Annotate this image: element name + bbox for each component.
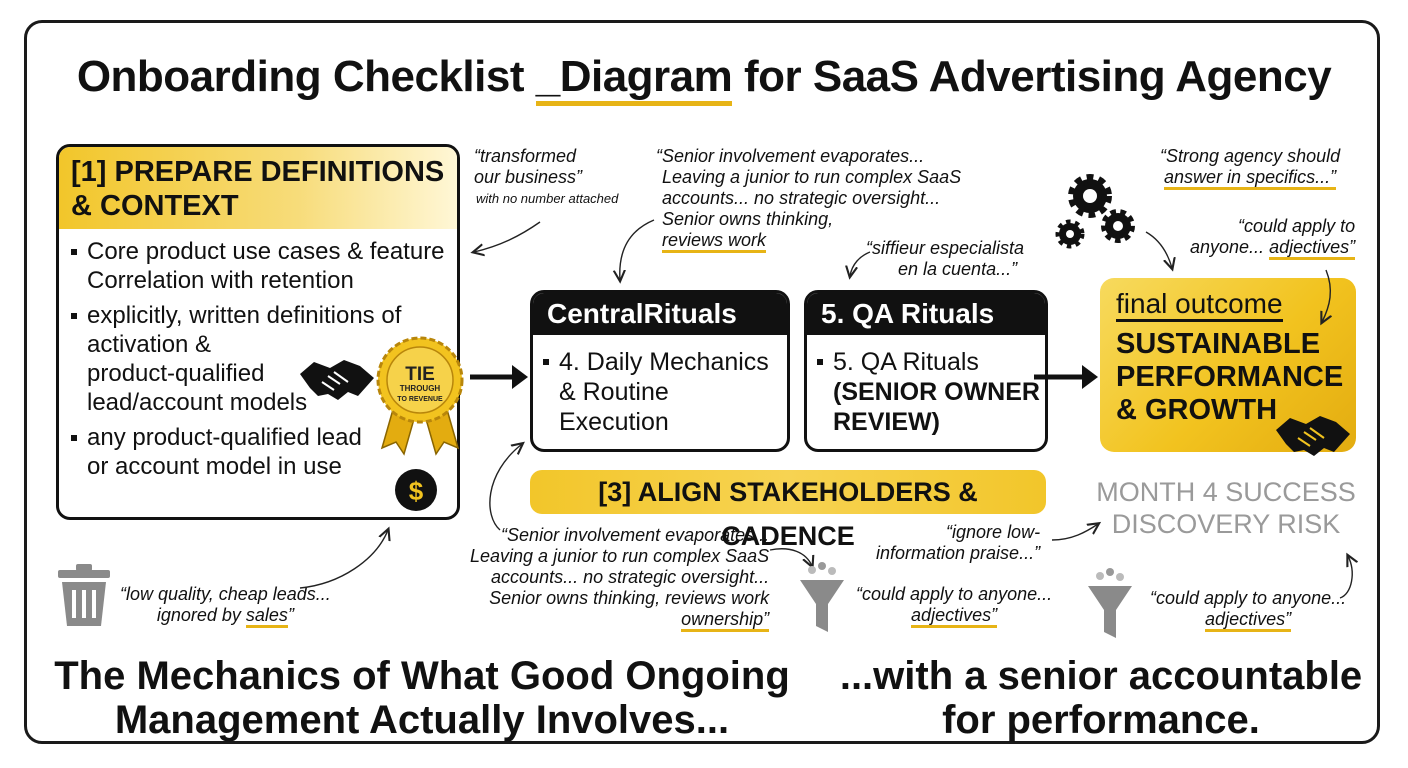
final-outcome-label: final outcome xyxy=(1116,288,1340,322)
handshake-icon xyxy=(1276,416,1350,456)
qa-rituals-box: 5. QA Rituals 5. QA Rituals (SENIOR OWNE… xyxy=(804,290,1048,452)
connector-arrows xyxy=(299,219,1352,599)
qa-rituals-item: 5. QA Rituals (SENIOR OWNER REVIEW) xyxy=(811,347,1040,437)
medal-badge-icon xyxy=(376,336,464,456)
prepare-item-definitions: explicitly, written definitions of activ… xyxy=(65,301,401,417)
gears-icon xyxy=(1055,174,1135,249)
badge-line3: TO REVENUE xyxy=(397,396,443,403)
central-rituals-item: 4. Daily Mechanics & Routine Execution xyxy=(537,347,779,437)
badge-line2: THROUGH xyxy=(400,384,441,393)
quote-strong-agency: “Strong agency should answer in specific… xyxy=(1160,146,1340,190)
arrow-icon xyxy=(1034,365,1098,389)
qa-rituals-header: 5. QA Rituals xyxy=(807,293,1045,335)
central-rituals-header: CentralRituals xyxy=(533,293,787,335)
quote-could-apply-top: “could apply to anyone... adjectives” xyxy=(1190,216,1356,260)
final-outcome-box: final outcome SUSTAINABLE PERFORMANCE & … xyxy=(1100,278,1356,452)
final-outcome-text: SUSTAINABLE PERFORMANCE & GROWTH xyxy=(1116,328,1344,426)
quote-ignore-praise: “ignore low- information praise...” xyxy=(876,522,1041,563)
diagram-frame xyxy=(24,20,1380,744)
svg-text:$: $ xyxy=(409,476,424,506)
title-underlined: _Diagram xyxy=(535,52,733,106)
page-title: Onboarding Checklist _Diagram for SaaS A… xyxy=(0,52,1408,106)
title-suffix: for SaaS Advertising Agency xyxy=(732,52,1332,101)
arrow-icon xyxy=(470,365,528,389)
month-4-success-risk: MONTH 4 SUCCESS DISCOVERY RISK xyxy=(1096,477,1356,539)
central-rituals-list: 4. Daily Mechanics & Routine Execution xyxy=(533,335,787,437)
funnel-icon xyxy=(1088,568,1132,638)
title-prefix: Onboarding Checklist xyxy=(76,52,536,101)
quote-could-apply-mid: “could apply to anyone... adjectives” xyxy=(856,584,1052,628)
quote-low-quality: “low quality, cheap leads... ignored by … xyxy=(120,584,331,628)
prepare-definitions-box: [1] PREPARE DEFINITIONS & CONTEXT Core p… xyxy=(56,144,460,520)
prepare-list: Core product use cases & feature Correla… xyxy=(59,229,457,481)
central-rituals-box: CentralRituals 4. Daily Mechanics & Rout… xyxy=(530,290,790,452)
quote-transformed: “transformed our business” with no numbe… xyxy=(474,146,619,206)
trash-can-icon xyxy=(58,564,110,626)
quote-could-apply-right: “could apply to anyone... adjectives” xyxy=(1150,588,1346,632)
prepare-header-line2: & CONTEXT xyxy=(71,190,239,222)
footer-left: The Mechanics of What Good Ongoing Manag… xyxy=(54,654,790,742)
prepare-header-line1: [1] PREPARE DEFINITIONS xyxy=(71,156,445,188)
prepare-item-use-cases: Core product use cases & feature Correla… xyxy=(65,237,451,295)
funnel-icon xyxy=(800,562,844,632)
qa-rituals-list: 5. QA Rituals (SENIOR OWNER REVIEW) xyxy=(807,335,1045,437)
quote-senior-top: “Senior involvement evaporates... Leavin… xyxy=(656,146,961,253)
quote-siffieur: “siffieur especialista en la cuenta...” xyxy=(866,238,1025,279)
prepare-item-pql-model: any product-qualified lead or account mo… xyxy=(65,423,451,481)
footer-right: ...with a senior accountable for perform… xyxy=(839,654,1363,742)
badge-line1: TIE xyxy=(405,364,435,385)
handshake-icon xyxy=(300,360,374,400)
align-stakeholders-bar: [3] ALIGN STAKEHOLDERS & CADENCE xyxy=(530,470,1046,551)
quote-senior-bottom: “Senior involvement evaporates... Leavin… xyxy=(470,525,770,632)
dollar-coin-icon: $ xyxy=(395,469,437,511)
prepare-definitions-header: [1] PREPARE DEFINITIONS & CONTEXT xyxy=(59,147,457,229)
